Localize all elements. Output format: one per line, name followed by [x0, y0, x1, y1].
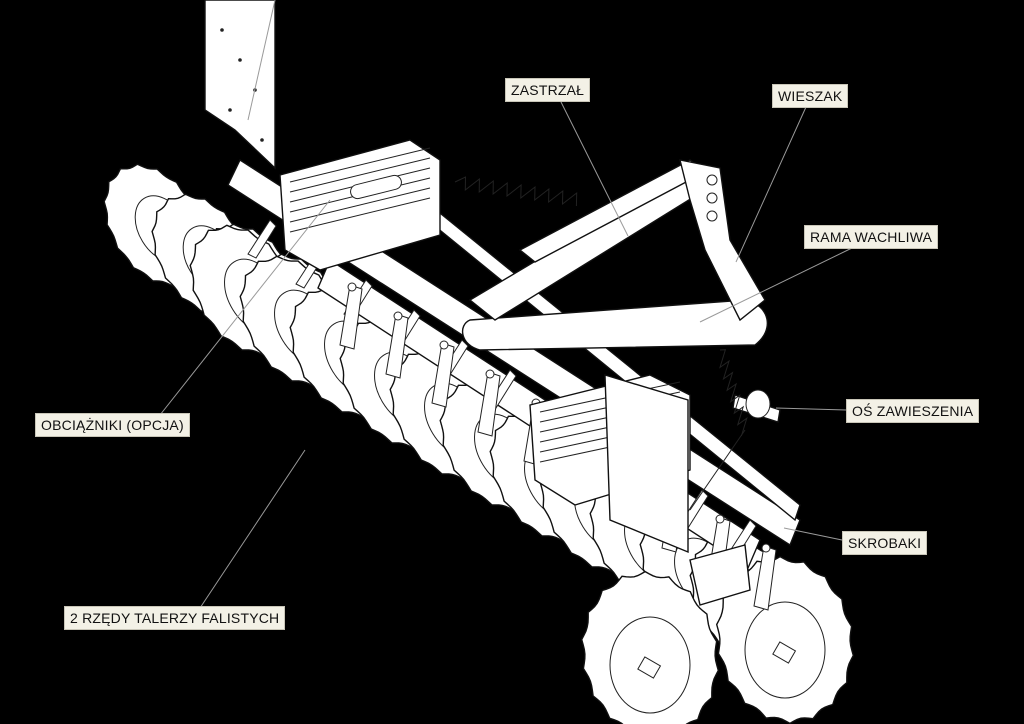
- label-os: OŚ ZAWIESZENIA: [846, 399, 980, 423]
- tie-rod: [689, 429, 746, 511]
- leader-line: [159, 199, 331, 416]
- spring-top: [454, 176, 578, 207]
- rivet: [260, 138, 264, 142]
- disc-arm: [431, 342, 455, 408]
- spring-side: [719, 349, 748, 437]
- label-rama: RAMA WACHLIWA: [804, 225, 939, 249]
- leader-line: [559, 99, 629, 237]
- leader-line: [699, 247, 853, 323]
- bolt: [485, 369, 495, 379]
- bolt: [393, 311, 403, 321]
- rivet: [238, 58, 242, 62]
- label-talerze: 2 RZĘDY TALERZY FALISTYCH: [64, 606, 286, 630]
- disc-end: [580, 570, 720, 724]
- leader-line: [247, 0, 276, 121]
- label-skrobaki: SKROBAKI: [842, 531, 928, 555]
- scraper: [247, 219, 277, 259]
- bolt: [761, 543, 771, 553]
- bolt: [439, 340, 449, 350]
- label-zastrzal: ZASTRZAŁ: [505, 78, 591, 102]
- hanger-bolt: [706, 192, 718, 204]
- disc-arm: [339, 284, 363, 350]
- label-obciazniki: OBCIĄŻNIKI (OPCJA): [35, 413, 190, 437]
- leader-lines: [159, 0, 853, 609]
- leader-line: [199, 449, 306, 609]
- rivet: [228, 108, 232, 112]
- hanger-bolt: [706, 174, 718, 186]
- side-plate-rear: [204, 0, 276, 170]
- strut-lower: [468, 174, 707, 321]
- disc-arm: [385, 313, 409, 379]
- bolt: [715, 514, 725, 524]
- disc-arm: [477, 371, 501, 437]
- rivet: [220, 28, 224, 32]
- disc-end: [715, 555, 855, 724]
- hub: [637, 656, 662, 679]
- label-wieszak: WIESZAK: [772, 84, 849, 108]
- leader-line: [735, 106, 807, 263]
- end-block: [689, 544, 751, 606]
- leader-line: [775, 407, 847, 411]
- bolt: [347, 282, 357, 292]
- leader-line: [783, 527, 843, 541]
- hub: [772, 641, 797, 664]
- weight-slot: [350, 174, 402, 200]
- hanger-bolt: [706, 210, 718, 222]
- frame-assembly: [204, 0, 801, 611]
- axle-hub: [745, 389, 771, 419]
- hanger: [679, 159, 766, 322]
- disc-arm: [753, 545, 777, 611]
- side-plate-front: [604, 374, 689, 554]
